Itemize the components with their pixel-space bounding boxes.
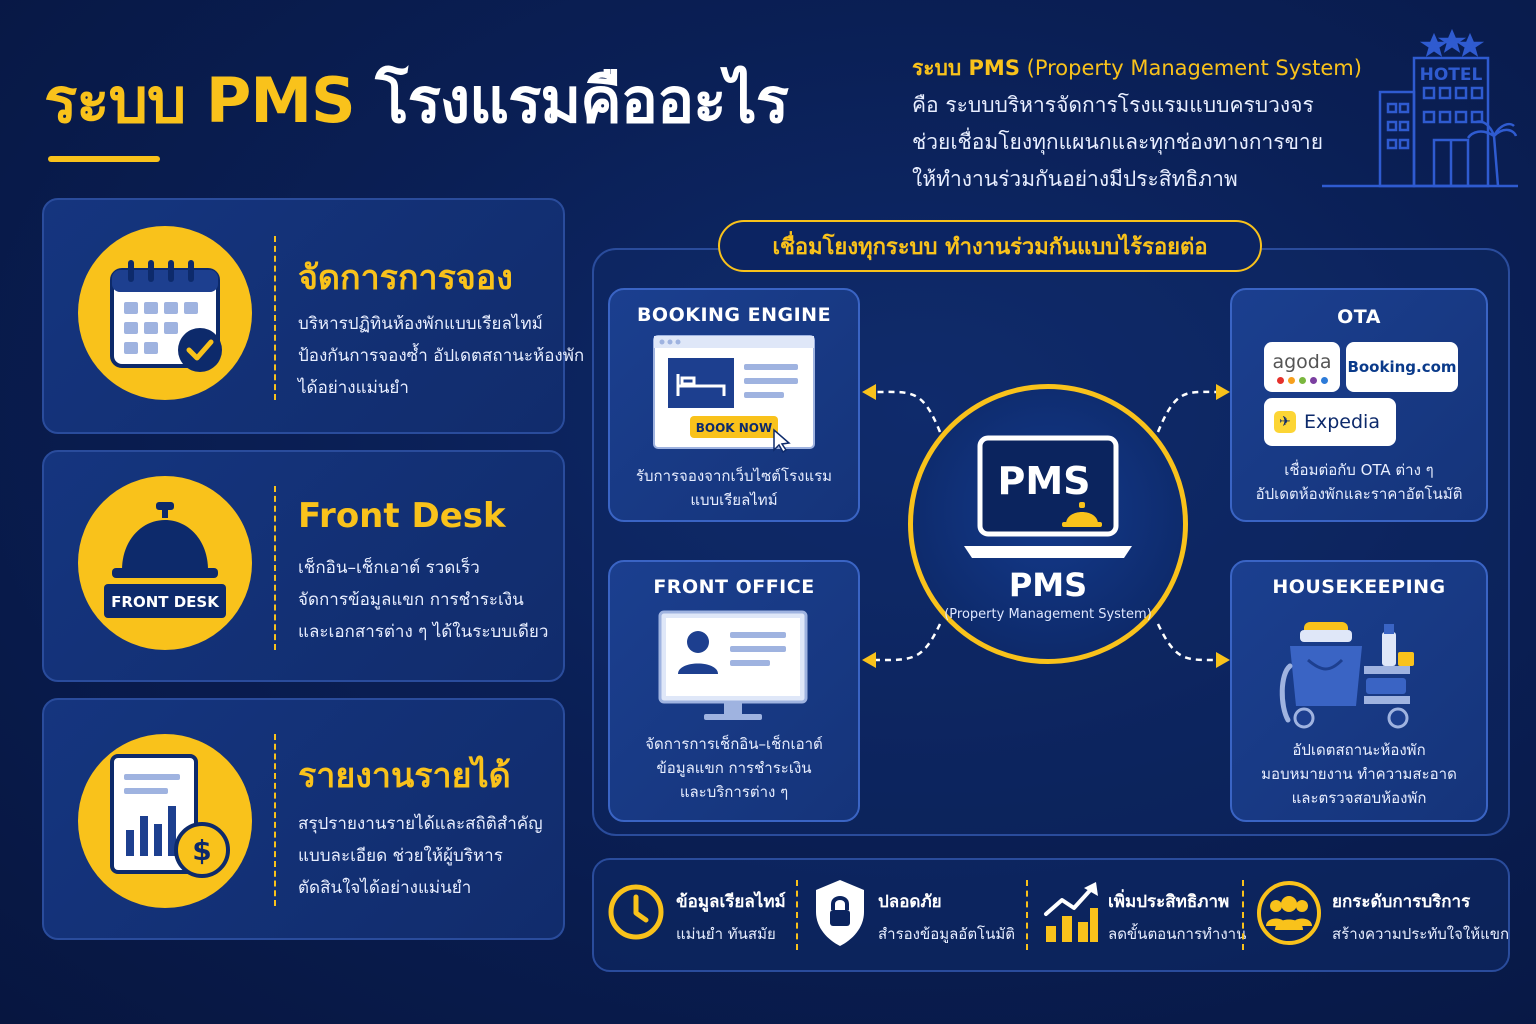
- feature-title: เพิ่มประสิทธิภาพ: [1108, 892, 1230, 912]
- clock-icon: [608, 884, 664, 940]
- intro-paren: (Property Management System): [1026, 56, 1362, 80]
- guest-profile-monitor-icon: [658, 610, 808, 720]
- book-now-button: BOOK NOW: [696, 421, 773, 435]
- module-line-2: มอบหมายงาน ทำความสะอาด: [1261, 765, 1457, 783]
- card-line-2: จัดการข้อมูลแขก การชำระเงิน: [298, 590, 524, 610]
- feature-subtitle: สร้างความประทับใจให้แขก: [1332, 925, 1510, 943]
- shield-lock-icon: [816, 880, 864, 946]
- hotel-building-icon: HOTEL: [1322, 28, 1518, 188]
- card-line-2: แบบละเอียด ช่วยให้ผู้บริหาร: [298, 846, 503, 866]
- module-ota: OTA agoda Booking.com ✈ Expedia เชื่อมต่…: [1230, 288, 1488, 522]
- agoda-logo: agoda: [1264, 342, 1340, 392]
- module-title: BOOKING ENGINE: [636, 304, 832, 326]
- card-divider: [274, 734, 276, 906]
- module-line-1: เชื่อมต่อกับ OTA ต่าง ๆ: [1284, 461, 1434, 479]
- title-prefix: ระบบ: [44, 64, 186, 137]
- title-brand: PMS: [205, 64, 356, 137]
- arrow-left-top: [862, 384, 876, 400]
- intro-line-2: คือ ระบบบริหารจัดการโรงแรมแบบครบวงจร: [912, 93, 1314, 117]
- card-divider: [274, 236, 276, 400]
- bell-icon-circle: FRONT DESK: [78, 476, 252, 650]
- intro-text: ระบบ PMS (Property Management System) คื…: [912, 50, 1372, 198]
- hotel-sign: HOTEL: [1420, 65, 1483, 85]
- module-line-1: อัปเดตสถานะห้องพัก: [1292, 741, 1426, 759]
- calendar-check-icon: [110, 260, 222, 372]
- report-icon-circle: $: [78, 734, 252, 908]
- card-line-3: ตัดสินใจได้อย่างแม่นยำ: [298, 878, 472, 898]
- pms-screen-text: PMS: [997, 459, 1090, 503]
- module-line-2: แบบเรียลไทม์: [690, 491, 778, 509]
- svg-text:$: $: [192, 834, 211, 867]
- intro-line-3: ช่วยเชื่อมโยงทุกแผนกและทุกช่องทางการขาย: [912, 130, 1324, 154]
- module-title: HOUSEKEEPING: [1272, 576, 1446, 598]
- card-line-3: ได้อย่างแม่นยำ: [298, 378, 409, 398]
- module-line-3: และบริการต่าง ๆ: [679, 783, 789, 801]
- housekeeping-cart-icon: [1279, 622, 1414, 729]
- card-title: รายงานรายได้: [298, 756, 511, 796]
- module-line-2: อัปเดตห้องพักและราคาอัตโนมัติ: [1255, 485, 1463, 503]
- card-front-desk: FRONT DESK Front Desk เช็กอิน–เช็กเอาต์ …: [42, 450, 565, 682]
- feature-title: ปลอดภัย: [878, 892, 942, 912]
- expedia-logo-text: Expedia: [1304, 411, 1380, 433]
- front-desk-badge: FRONT DESK: [111, 593, 220, 611]
- title-suffix: โรงแรมคืออะไร: [375, 64, 789, 137]
- arrow-right-top: [1216, 384, 1230, 400]
- revenue-report-icon: $: [110, 754, 230, 878]
- expedia-plane-icon: ✈: [1274, 411, 1296, 433]
- card-line-2: ป้องกันการจองซ้ำ อัปเดตสถานะห้องพัก: [298, 346, 585, 366]
- booking-com-logo-text: Booking.com: [1347, 358, 1457, 376]
- booking-website-icon: BOOK NOW: [653, 335, 815, 454]
- feature-divider: [1026, 880, 1028, 950]
- card-revenue-report: $ รายงานรายได้ สรุปรายงานรายได้และสถิติส…: [42, 698, 565, 940]
- service-bell-icon: FRONT DESK: [104, 502, 226, 618]
- module-line-1: จัดการการเช็กอิน–เช็กเอาต์: [645, 735, 823, 753]
- intro-line-4: ให้ทำงานร่วมกันอย่างมีประสิทธิภาพ: [912, 167, 1238, 191]
- card-divider: [274, 486, 276, 650]
- card-line-1: เช็กอิน–เช็กเอาต์ รวดเร็ว: [298, 558, 480, 578]
- arrow-left-bottom: [862, 652, 876, 668]
- module-line-2: ข้อมูลแขก การชำระเงิน: [656, 759, 812, 777]
- module-title: FRONT OFFICE: [653, 576, 815, 598]
- pms-laptop-icon: PMS: [964, 435, 1132, 558]
- card-title: Front Desk: [298, 496, 506, 536]
- feature-subtitle: แม่นยำ ทันสมัย: [676, 925, 776, 943]
- guests-group-icon: [1257, 881, 1321, 945]
- module-housekeeping: HOUSEKEEPING อัปเดตสถานะห้องพัก มอบหมายง…: [1230, 560, 1488, 822]
- module-front-office: FRONT OFFICE จัดการการเช็กอิน–เช็กเอาต์ …: [608, 560, 860, 822]
- intro-lead: ระบบ PMS: [912, 56, 1020, 80]
- card-line-1: สรุปรายงานรายได้และสถิติสำคัญ: [298, 814, 543, 834]
- feature-subtitle: สำรองข้อมูลอัตโนมัติ: [878, 925, 1015, 943]
- calendar-icon-circle: [78, 226, 252, 400]
- feature-title: ยกระดับการบริการ: [1332, 892, 1471, 912]
- feature-subtitle: ลดขั้นตอนการทำงาน: [1108, 925, 1247, 943]
- feature-divider: [796, 880, 798, 950]
- feature-bar: [592, 858, 1510, 972]
- feature-title: ข้อมูลเรียลไทม์: [676, 892, 786, 912]
- card-title: จัดการการจอง: [298, 258, 513, 298]
- module-booking-engine: BOOKING ENGINE BOOK NOW รับการจองจากเว็บ…: [608, 288, 860, 522]
- card-line-3: และเอกสารต่าง ๆ ได้ในระบบเดียว: [298, 622, 549, 642]
- feature-divider: [1242, 880, 1244, 950]
- card-booking-management: จัดการการจอง บริหารปฏิทินห้องพักแบบเรียล…: [42, 198, 584, 434]
- page-title: ระบบ PMS โรงแรมคืออะไร: [44, 52, 789, 150]
- connector-lines: [862, 384, 1230, 668]
- module-line-1: รับการจองจากเว็บไซต์โรงแรม: [635, 467, 833, 485]
- expedia-logo: ✈ Expedia: [1264, 398, 1396, 446]
- growth-chart-icon: [1044, 882, 1098, 942]
- module-title: OTA: [1337, 306, 1381, 328]
- card-line-1: บริหารปฏิทินห้องพักแบบเรียลไทม์: [298, 314, 543, 334]
- pms-hub-sublabel: (Property Management System): [944, 607, 1152, 622]
- arrow-right-bottom: [1216, 652, 1230, 668]
- booking-com-logo: Booking.com: [1346, 342, 1458, 392]
- module-line-3: และตรวจสอบห้องพัก: [1291, 789, 1427, 807]
- pms-hub-label: PMS: [1008, 566, 1088, 604]
- title-underline: [48, 156, 160, 162]
- diagram-banner: เชื่อมโยงทุกระบบ ทำงานร่วมกันแบบไร้รอยต่…: [718, 220, 1262, 272]
- agoda-logo-text: agoda: [1272, 350, 1332, 373]
